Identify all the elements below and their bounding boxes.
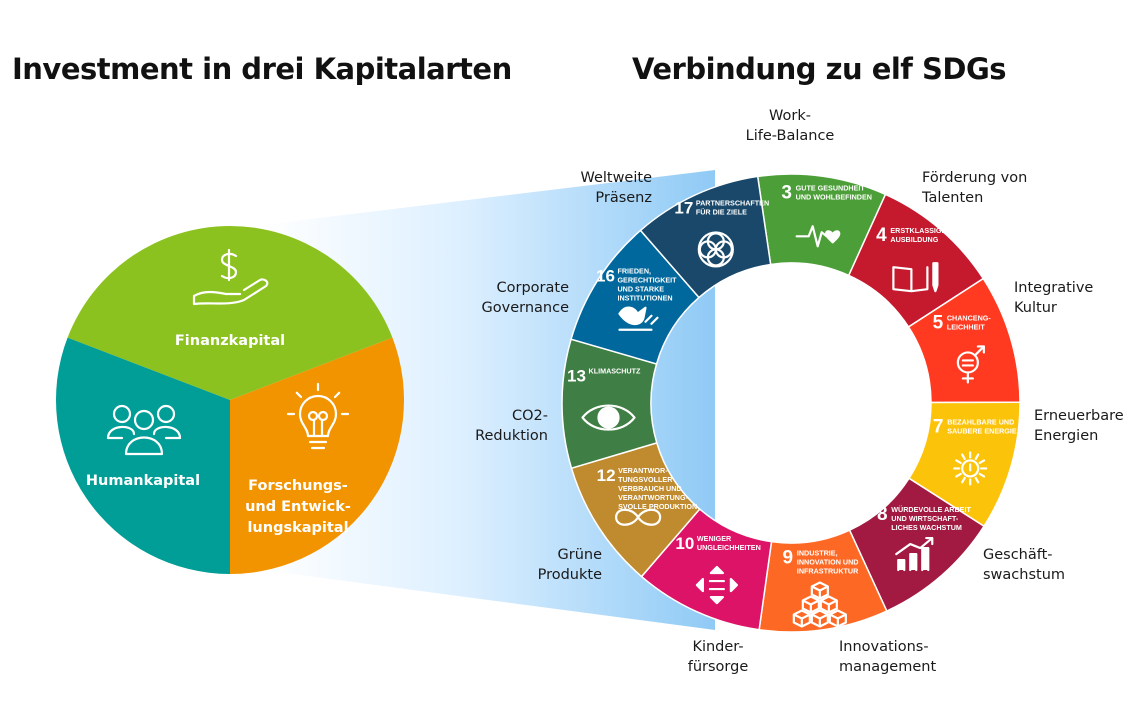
sdg-outer-label-10: fürsorge	[688, 659, 749, 675]
sdg-title-line: LEICHHEIT	[947, 322, 986, 331]
sdg-number: 5	[933, 312, 944, 333]
sdg-outer-label-10: Kinder-	[692, 639, 743, 655]
book-icon	[892, 262, 939, 293]
sdg-title-line: INSTITUTIONEN	[617, 294, 672, 303]
sdg-title-line: SAUBERE ENERGIE	[947, 426, 1017, 435]
sdg-title-line: TUNGSVOLLER	[618, 475, 673, 484]
sdg-number: 12	[597, 466, 616, 485]
sdg-title-line: UNGLEICHHEITEN	[697, 543, 761, 552]
sdg-title-line: INFRASTRUKTUR	[797, 567, 859, 576]
sdg-number: 7	[933, 416, 944, 437]
sdg-outer-label-17: Weltweite	[580, 170, 652, 186]
dollar-hand-icon	[192, 248, 269, 306]
capital-slice-forschung	[230, 337, 404, 574]
sdg-outer-label-12: Produkte	[538, 567, 602, 583]
capital-label-finanz: Finanzkapital	[175, 333, 285, 349]
sdg-title-line: VERANTWOR-	[618, 466, 668, 475]
sdg-title-line: GUTE GESUNDHEIT	[796, 183, 866, 192]
sdg-outer-label-5: Kultur	[1014, 300, 1057, 316]
capital-slice-finanz	[67, 226, 393, 400]
sdg-number: 9	[783, 548, 794, 569]
sdg-title-line: AUSBILDUNG	[890, 235, 938, 244]
sdg-outer-label-17: Präsenz	[595, 190, 652, 206]
sdg-outer-label-4: Förderung von	[922, 170, 1027, 186]
sdg-title-line: WÜRDEVOLLE ARBEIT	[891, 505, 971, 514]
sdg-outer-label-7: Erneuerbare	[1034, 408, 1124, 424]
heartbeat-icon	[795, 225, 841, 248]
sdg-outer-label-9: Innovations-	[839, 639, 929, 655]
sdg-number: 16	[596, 267, 615, 286]
sdg-title-line: UND STARKE	[617, 285, 664, 294]
eye-globe-icon	[581, 404, 636, 431]
sdg-title-line: KLIMASCHUTZ	[589, 367, 642, 376]
sdg-title-line: INNOVATION UND	[797, 558, 859, 567]
capital-label-human: Humankapital	[86, 473, 200, 489]
sdg-outer-label-3: Life-Balance	[746, 128, 835, 144]
sdg-title-line: FÜR DIE ZIELE	[696, 207, 747, 216]
sdg-outer-label-16: Governance	[482, 300, 570, 316]
sdg-title-line: GERECHTIGKEIT	[617, 276, 677, 285]
sdg-title-line: VERANTWORTUNG-	[618, 493, 688, 502]
capital-label-forschung: lungskapital	[247, 520, 348, 536]
sdg-title-line: FRIEDEN,	[617, 267, 651, 276]
sdg-title-line: BEZAHLBARE UND	[947, 417, 1014, 426]
sdg-number: 8	[877, 504, 888, 525]
sdg-title-line: ERSTKLASSIGE	[890, 226, 946, 235]
cubes-icon	[792, 581, 847, 628]
sdg-title-line: INDUSTRIE,	[797, 549, 838, 558]
capital-label-forschung: und Entwick-	[245, 499, 351, 515]
capital-slice-human	[55, 337, 231, 574]
sdg-outer-label-4: Talenten	[921, 190, 983, 206]
gender-equality-icon	[956, 345, 985, 384]
sdg-outer-label-8: swachstum	[983, 567, 1065, 583]
sdg-outer-label-3: Work-	[769, 108, 811, 124]
sun-power-icon	[953, 451, 988, 486]
capital-label-forschung: Forschungs-	[248, 478, 348, 494]
sdg-outer-label-5: Integrative	[1014, 280, 1093, 296]
equality-icon	[695, 565, 738, 605]
lightbulb-icon	[286, 382, 350, 450]
sdg-title-line: CHANCENG-	[947, 313, 992, 322]
left-title: Investment in drei Kapitalarten	[12, 52, 512, 86]
sdg-outer-label-7: Energien	[1034, 428, 1098, 444]
right-title: Verbindung zu elf SDGs	[632, 52, 1007, 86]
infinity-icon	[615, 508, 662, 526]
sdg-number: 13	[567, 367, 586, 386]
sdg-number: 10	[675, 534, 694, 553]
sdg-number: 3	[781, 182, 792, 203]
sdg-title-line: VERBRAUCH UND	[618, 484, 682, 493]
people-icon	[106, 404, 182, 456]
sdg-title-line: LICHES WACHSTUM	[891, 523, 962, 532]
sdg-title-line: WENIGER	[697, 534, 732, 543]
rings-icon	[697, 231, 734, 268]
sdg-title-line: UND WIRTSCHAFT-	[891, 514, 959, 523]
growth-chart-icon	[895, 536, 934, 572]
sdg-title-line: SVOLLE PRODUKTION	[618, 502, 697, 511]
sdg-outer-label-13: CO2-	[512, 408, 548, 424]
sdg-outer-label-8: Geschäft-	[983, 547, 1053, 563]
sdg-number: 17	[674, 198, 693, 217]
sdg-outer-label-9: management	[839, 659, 936, 675]
sdg-title-line: UND WOHLBEFINDEN	[796, 192, 872, 201]
sdg-title-line: PARTNERSCHAFTEN	[696, 198, 769, 207]
sdg-outer-label-12: Grüne	[558, 547, 603, 563]
sdg-outer-label-16: Corporate	[497, 280, 570, 296]
sdg-number: 4	[876, 225, 887, 246]
dove-gavel-icon	[618, 306, 659, 331]
sdg-outer-label-13: Reduktion	[475, 428, 548, 444]
